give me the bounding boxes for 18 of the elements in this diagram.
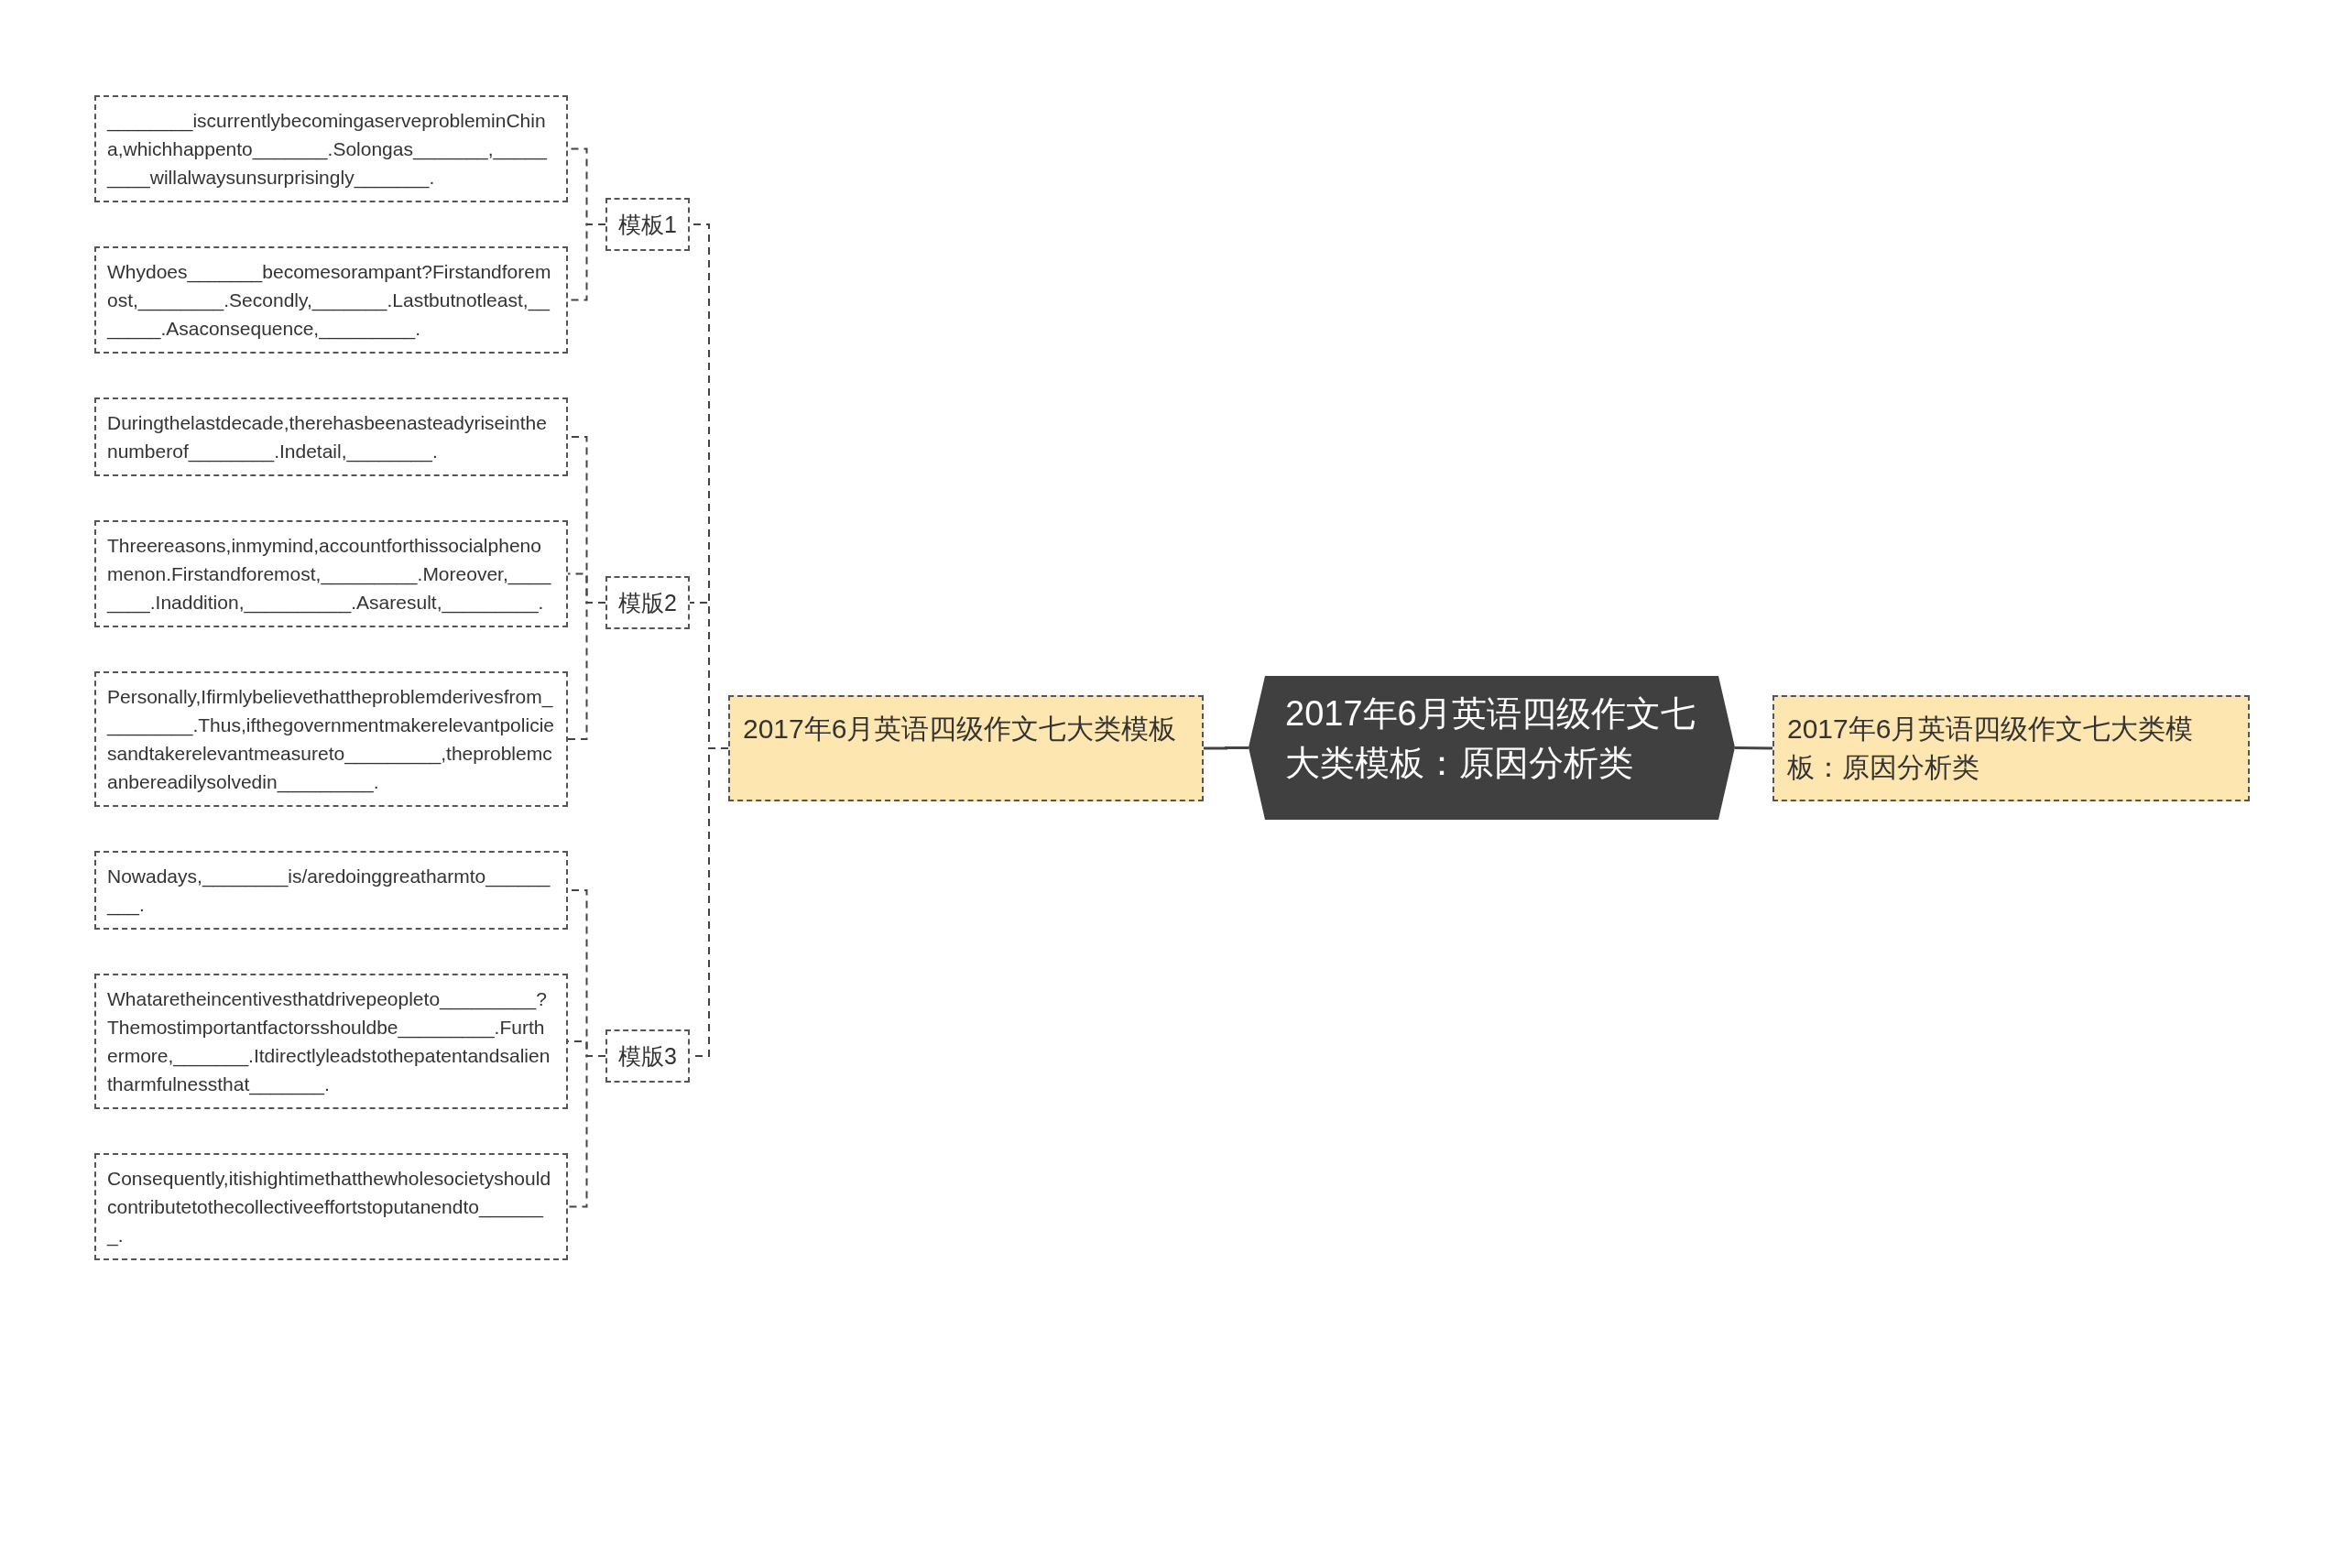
template-sentence-box: Personally,Ifirmlybelievethattheproblemderivesfrom_________.Thus,ifthegovernmentmakerelevantpoliciesandtakerelevantmeasureto_________,theproblemcanbereadilysolvedin_________. xyxy=(94,671,568,807)
template-sentence-box: Duringthelastdecade,therehasbeenasteadyriseinthenumberof________.Indetail,________. xyxy=(94,397,568,476)
topic-box: 2017年6月英语四级作文七大类模板 xyxy=(728,695,1204,801)
connector-line xyxy=(1204,746,1249,750)
template-sentence-box: ________iscurrentlybecomingaserveprobleminChina,whichhappento_______.Solongas_______,_________willalwaysunsurprisingly_______. xyxy=(94,95,568,202)
template-sentence-box: Threereasons,inmymind,accountforthissocialphenomenon.Firstandforemost,_________.Moreover,________.Inaddition,__________.Asaresult,_________. xyxy=(94,520,568,627)
template-sentence-box: Consequently,itishightimethatthewholesocietyshouldcontributetothecollectiveeffortstoputanendto_______. xyxy=(94,1153,568,1260)
subtopic-box: 模版3 xyxy=(605,1029,690,1083)
connector-line xyxy=(567,602,606,740)
subtopic-box: 模板1 xyxy=(605,198,690,251)
subtopic-box: 模版2 xyxy=(605,575,690,629)
template-sentence-box: Whataretheincentivesthatdrivepeopleto_________?Themostimportantfactorsshouldbe_________.Furthermore,_______.Itdirectlyleadstothepatentandsalientharmfulnessthat_______. xyxy=(94,974,568,1109)
template-sentence-box: Whydoes_______becomesorampant?Firstandforemost,________.Secondly,_______.Lastbutnotleast,_______.Asaconsequence,_________. xyxy=(94,246,568,354)
template-sentence-box: Nowadays,________is/aredoinggreatharmto_________. xyxy=(94,851,568,930)
connector-line xyxy=(567,1055,606,1208)
topic-box: 2017年6月英语四级作文七大类模板：原因分析类 xyxy=(1772,695,2250,801)
central-topic: 2017年6月英语四级作文七大类模板：原因分析类 xyxy=(1249,676,1735,820)
connector-line xyxy=(1734,746,1773,750)
